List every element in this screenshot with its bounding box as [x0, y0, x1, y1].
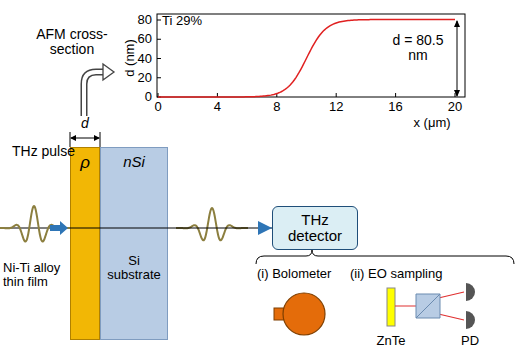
label-text: d = 80.5 nm [390, 33, 446, 64]
probe-beam [395, 292, 464, 320]
detector-bracket [256, 250, 514, 264]
photodiode-lower [466, 311, 475, 329]
label-text: (i) Bolometer [257, 267, 331, 281]
label-text: 12 [329, 100, 343, 114]
beam-axis [70, 228, 168, 229]
thickness-arrow [457, 21, 458, 96]
y-tick [157, 77, 161, 78]
node-text: Si substrate [100, 254, 168, 283]
thin-film: ρ [70, 147, 100, 340]
label-text: Ti 29% [162, 14, 202, 28]
label-text: PD [461, 334, 479, 348]
label-text: (ii) EO sampling [350, 267, 442, 281]
label-text: 40 [138, 51, 152, 65]
wollaston-prism [416, 294, 440, 318]
x-tick [455, 93, 456, 97]
bolometer-body [283, 293, 325, 335]
label-text: 0 [145, 90, 152, 104]
afm-profile-curve [158, 20, 455, 97]
photodiode-upper [466, 283, 475, 301]
label-text: d [81, 116, 89, 131]
label-text: ZnTe [377, 334, 406, 348]
plot-frame [157, 14, 465, 97]
input-thz-pulse [0, 206, 70, 241]
inset-arrow-outline [84, 72, 104, 116]
label-text: Ni-Ti alloy thin film [3, 261, 69, 290]
x-tick [395, 93, 396, 97]
inset-arrow-head [103, 64, 114, 80]
label-text: 20 [138, 71, 152, 85]
thz-detector-box: THz detector [272, 206, 358, 250]
beam-connector [168, 228, 272, 229]
y-tick [157, 58, 161, 59]
label-text: 4 [214, 100, 221, 114]
label-text: 20 [448, 100, 462, 114]
label-text: 80 [138, 13, 152, 27]
node-text: THz detector [277, 212, 353, 245]
input-arrow [50, 221, 68, 235]
znte-crystal [387, 288, 395, 326]
label-text: AFM cross-section [22, 27, 122, 58]
y-tick [157, 39, 161, 40]
y-tick [157, 20, 161, 21]
label-text: d (nm) [123, 39, 137, 77]
label-text: 8 [273, 100, 280, 114]
label-text: THz pulse [12, 144, 75, 159]
x-tick [336, 93, 337, 97]
inset-arrow-inner [84, 72, 104, 117]
output-thz-pulse [176, 208, 248, 240]
si-substrate: nSi Si substrate [100, 147, 168, 340]
label-text: x (μm) [413, 116, 450, 130]
label-text: 16 [388, 100, 402, 114]
label-text: 0 [154, 100, 161, 114]
dim-heads [70, 135, 100, 141]
dim-ext-right [100, 132, 101, 147]
label-text: 60 [138, 32, 152, 46]
node-text: nSi [100, 154, 168, 171]
thickness-arrow-head [454, 20, 460, 97]
